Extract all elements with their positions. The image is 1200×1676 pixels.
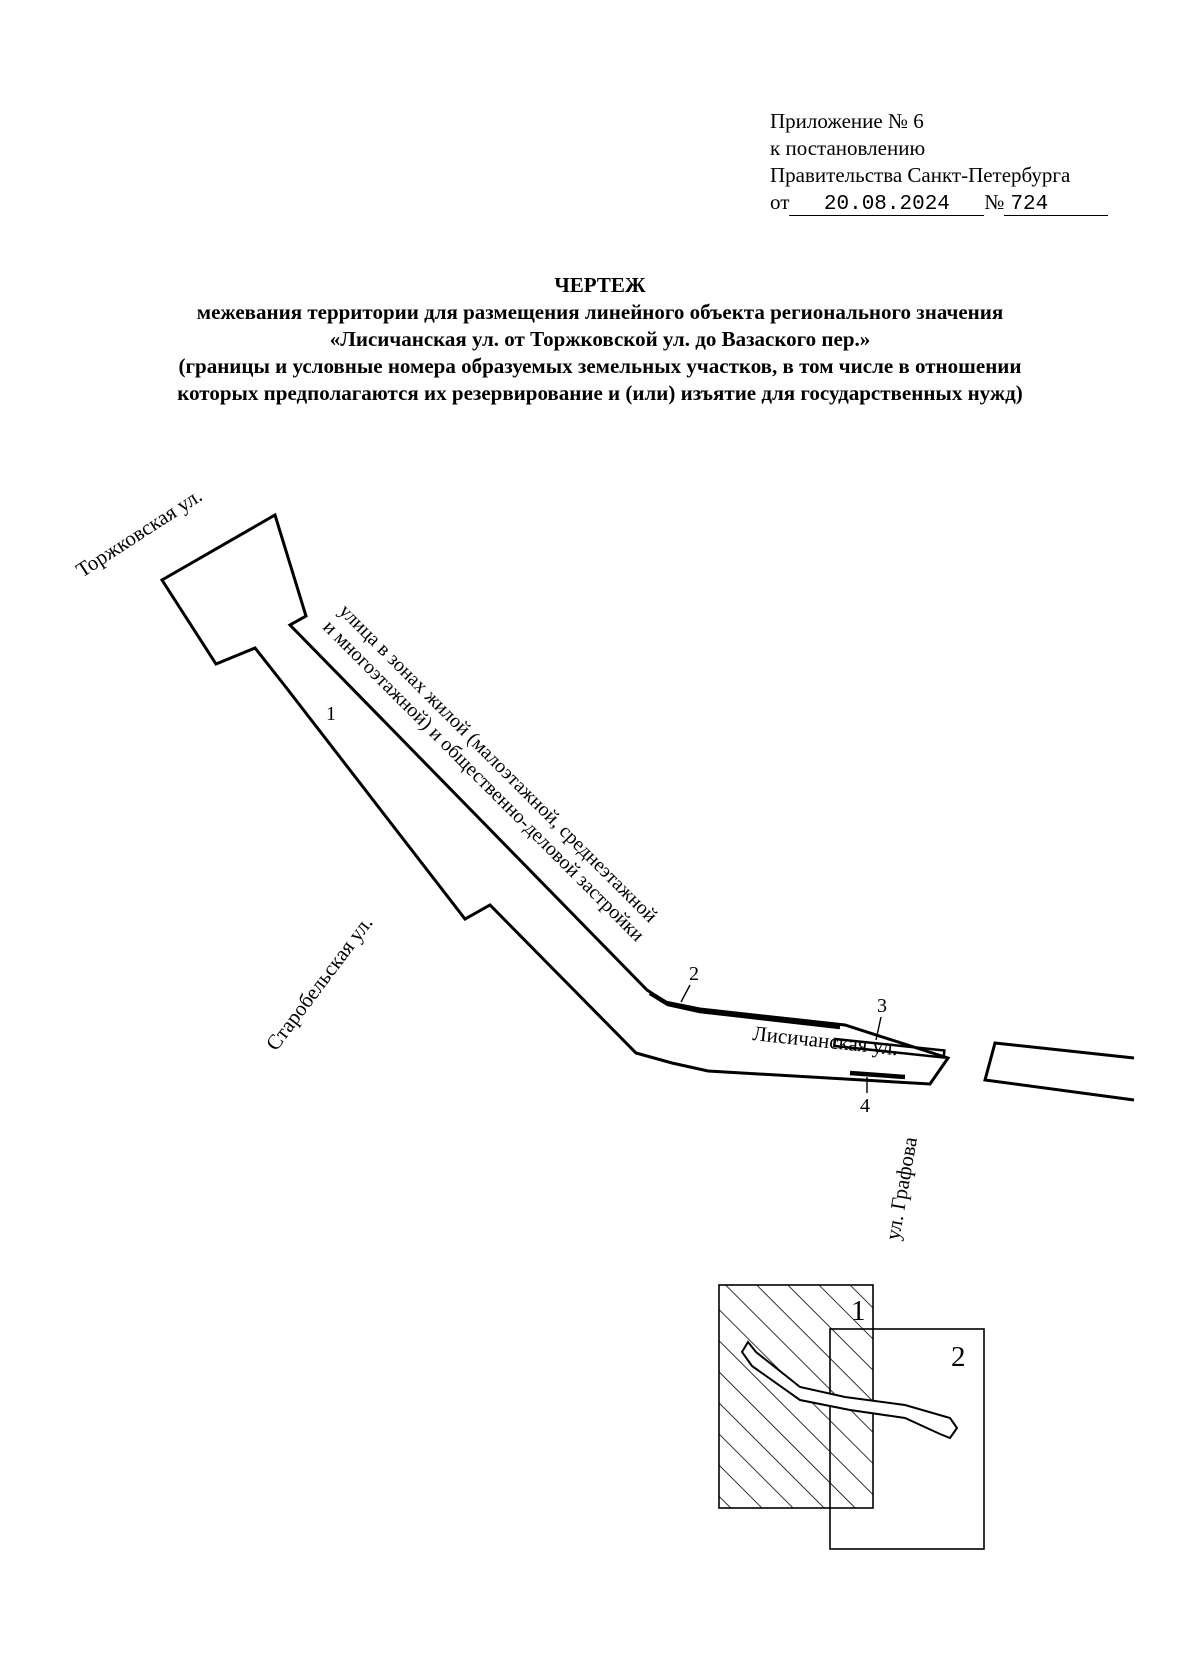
parcel-label-3: 3 [877, 995, 887, 1017]
parcel-3-strip [832, 1037, 946, 1059]
inset-road-outline [740, 1340, 959, 1440]
heading-line-3: (границы и условные номера образуемых зе… [178, 354, 1022, 378]
parcel-label-1: 1 [326, 703, 336, 725]
zone-label-line-1: улица в зонах жилой (малоэтажной, средне… [334, 600, 661, 927]
appendix-line-1: Приложение № 6 [770, 109, 924, 133]
drawing-heading: ЧЕРТЕЖ межевания территории для размещен… [60, 272, 1140, 407]
appendix-line-2: к постановлению [770, 136, 926, 160]
parcel-label-2: 2 [689, 963, 699, 985]
heading-title: ЧЕРТЕЖ [554, 273, 646, 297]
heading-line-2: «Лисичанская ул. от Торжковской ул. до В… [329, 327, 871, 351]
road-continuation-east [983, 1041, 1135, 1102]
parcel-4-strip [849, 1070, 906, 1080]
date-prefix: от [770, 190, 790, 214]
heading-line-4: которых предполагаются их резервирование… [177, 381, 1023, 405]
appendix-block: Приложение № 6 к постановлению Правитель… [770, 108, 1109, 216]
parcel-2-strip [648, 991, 841, 1030]
sheet-layout-inset: 1 2 [718, 1284, 985, 1550]
inset-sheet-label-1: 1 [851, 1295, 866, 1327]
inset-sheet-2 [829, 1328, 985, 1550]
street-label-starobelskaya: Старобельская ул. [261, 911, 378, 1055]
parcel-1-boundary [159, 512, 951, 1086]
decree-date: 20.08.2024 [789, 194, 985, 216]
parcel-2-leader [680, 984, 691, 1003]
appendix-line-3: Правительства Санкт-Петербурга [770, 163, 1071, 187]
parcel-label-4: 4 [860, 1095, 870, 1117]
inset-sheet-label-2: 2 [951, 1341, 966, 1373]
decree-number: 724 [1004, 194, 1109, 216]
parcel-3-leader [875, 1016, 882, 1041]
heading-line-1: межевания территории для размещения лине… [196, 300, 1004, 324]
zone-label-line-2: и многоэтажной) и общественно-деловой за… [318, 616, 648, 946]
street-label-grafova: ул. Графова [880, 1134, 922, 1242]
number-prefix: № [984, 190, 1005, 214]
